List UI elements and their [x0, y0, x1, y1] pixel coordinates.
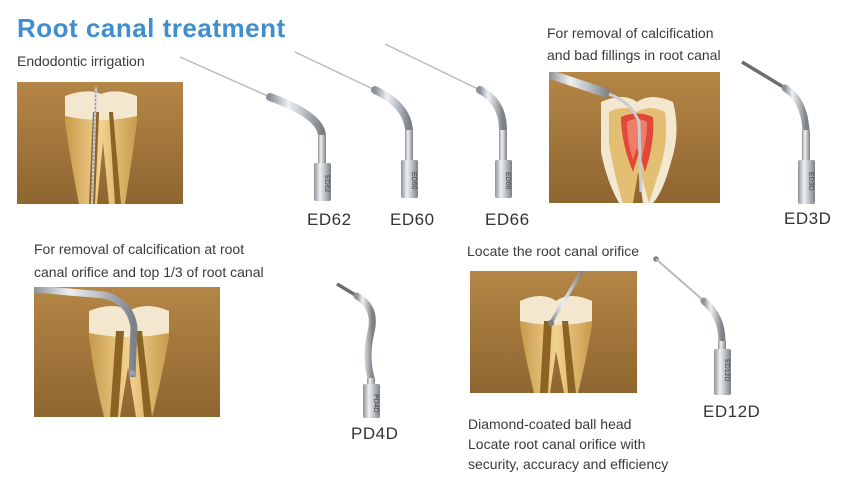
tip-ed12d: ED12D [650, 253, 740, 403]
tip-ed62-label: ED62 [307, 210, 352, 229]
locate-orifice-tooth-image [470, 271, 637, 393]
orifice-top-tooth-image [34, 287, 220, 417]
irrigation-tooth-image [17, 82, 183, 204]
tip-ed12d-label: ED12D [703, 402, 761, 421]
tip-ed3d: ED3D [740, 60, 830, 210]
tip-pd4d-engraving: PD4D [372, 394, 379, 413]
orifice-top-caption-line2: canal orifice and top 1/3 of root canal [34, 264, 264, 280]
orifice-top-caption-line1: For removal of calcification at root [34, 241, 245, 257]
tip-pd4d: PD4D [335, 282, 395, 422]
irrigation-caption: Endodontic irrigation [17, 53, 145, 69]
tip-ed66-engraving: ED66 [504, 172, 511, 190]
calcification-caption-line1: For removal of calcification [547, 25, 714, 41]
tip-pd4d-label: PD4D [351, 424, 399, 443]
tip-ed60-engraving: ED60 [410, 172, 417, 190]
tip-ed62: ED62 [179, 55, 350, 205]
tip-ed60: ED60 [294, 50, 425, 200]
tip-ed66-label: ED66 [485, 210, 530, 229]
locate-orifice-note-line1: Diamond-coated ball head [468, 416, 632, 432]
tip-ed60-label: ED60 [390, 210, 435, 229]
calcification-tooth-image [549, 72, 720, 203]
tip-ed66: ED66 [384, 42, 525, 202]
tip-ed12d-engraving: ED12D [723, 359, 730, 382]
locate-orifice-note-line3: security, accuracy and efficiency [468, 456, 669, 472]
tip-ed3d-label: ED3D [784, 209, 832, 228]
calcification-caption-line2: and bad fillings in root canal [547, 47, 721, 63]
tip-ed62-engraving: ED62 [323, 175, 330, 193]
tip-ed3d-engraving: ED3D [807, 172, 814, 191]
locate-orifice-note-line2: Locate root canal orifice with [468, 436, 646, 452]
locate-orifice-caption: Locate the root canal orifice [467, 243, 639, 259]
page-title: Root canal treatment [17, 13, 286, 43]
